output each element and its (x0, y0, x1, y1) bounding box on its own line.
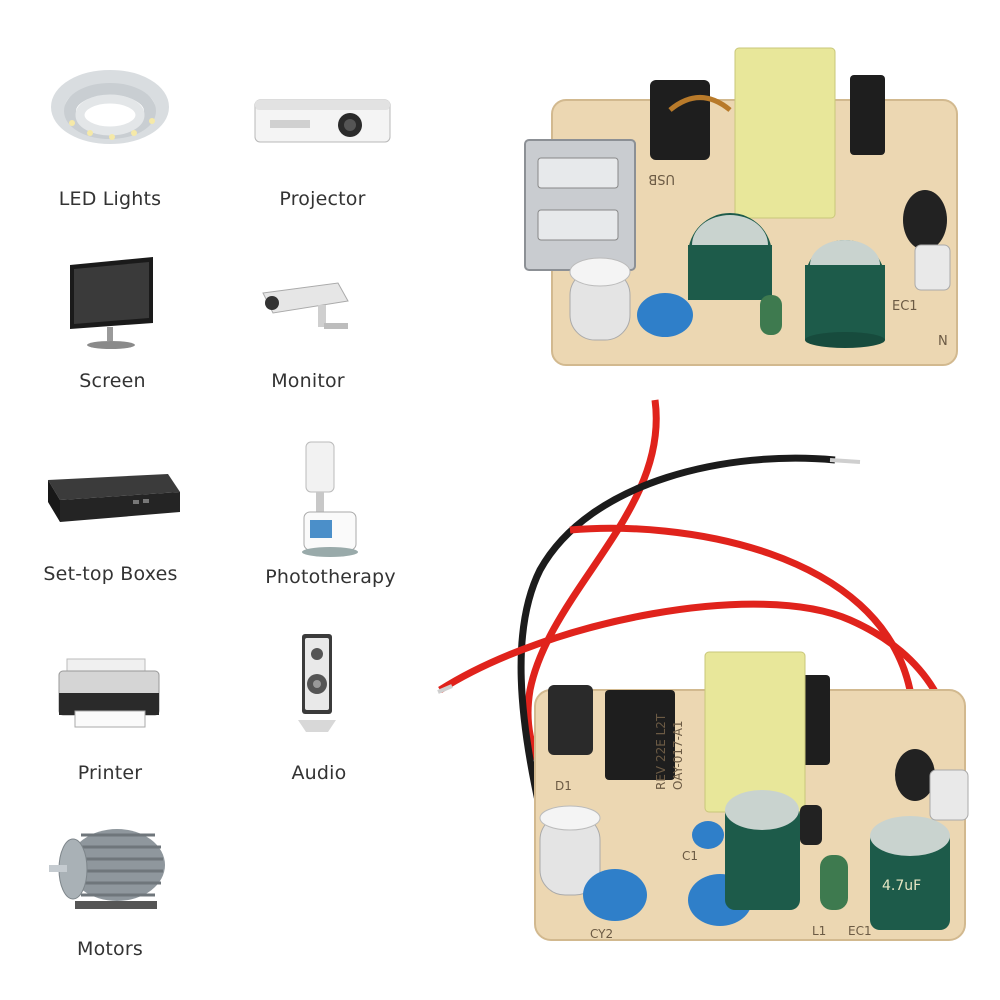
app-monitor: Monitor (258, 275, 358, 392)
speaker-icon (298, 634, 336, 732)
model-silkscreen: OAY-017-A1 (671, 720, 685, 790)
d1-silkscreen: D1 (555, 779, 572, 793)
cap-value-label: 4.7uF (882, 878, 921, 894)
app-label: Monitor (271, 370, 345, 392)
app-label: Printer (77, 762, 143, 784)
l1-silkscreen: L1 (812, 924, 826, 938)
rev-silkscreen: REV 22E L2T (654, 713, 668, 790)
projector-icon (254, 99, 391, 143)
app-label: Projector (279, 188, 366, 210)
app-label: Screen (79, 370, 146, 392)
usb-silkscreen: USB (648, 171, 675, 186)
ec1-silkscreen-bottom: EC1 (848, 924, 872, 938)
app-label: Set-top Boxes (43, 563, 178, 585)
led-strip-icon (51, 70, 169, 144)
power-board-bottom: D1 REV 22E L2T OAY-017-A1 C1 CY2 4.7uF L… (430, 390, 990, 950)
app-set-top-boxes: Set-top Boxes (38, 470, 183, 585)
power-supply-board-top-photo: USB EC1 N (524, 47, 958, 366)
electric-motor-icon (49, 829, 165, 909)
ec1-silkscreen: EC1 (892, 299, 918, 314)
app-printer: Printer (55, 655, 165, 784)
n-silkscreen: N (938, 334, 948, 349)
power-supply-board-wired-photo: D1 REV 22E L2T OAY-017-A1 C1 CY2 4.7uF L… (437, 399, 969, 941)
printer-icon (58, 658, 160, 728)
c1-silkscreen: C1 (682, 849, 698, 863)
app-motors: Motors (45, 825, 175, 960)
app-screen: Screen (65, 255, 160, 392)
app-projector: Projector (250, 90, 395, 210)
security-camera-icon (262, 282, 349, 329)
app-phototherapy: Phototherapy (265, 440, 396, 588)
set-top-box-icon (48, 474, 180, 522)
app-label: Audio (291, 762, 347, 784)
app-led-lights: LED Lights (50, 55, 170, 210)
power-board-top: USB EC1 N (520, 40, 970, 375)
app-audio: Audio (291, 632, 346, 784)
app-label: LED Lights (58, 188, 162, 210)
phototherapy-lamp-icon (302, 441, 358, 557)
monitor-screen-icon (70, 257, 153, 349)
app-label: Motors (76, 938, 143, 960)
cy2-silkscreen: CY2 (590, 927, 613, 941)
app-label: Phototherapy (265, 566, 396, 588)
